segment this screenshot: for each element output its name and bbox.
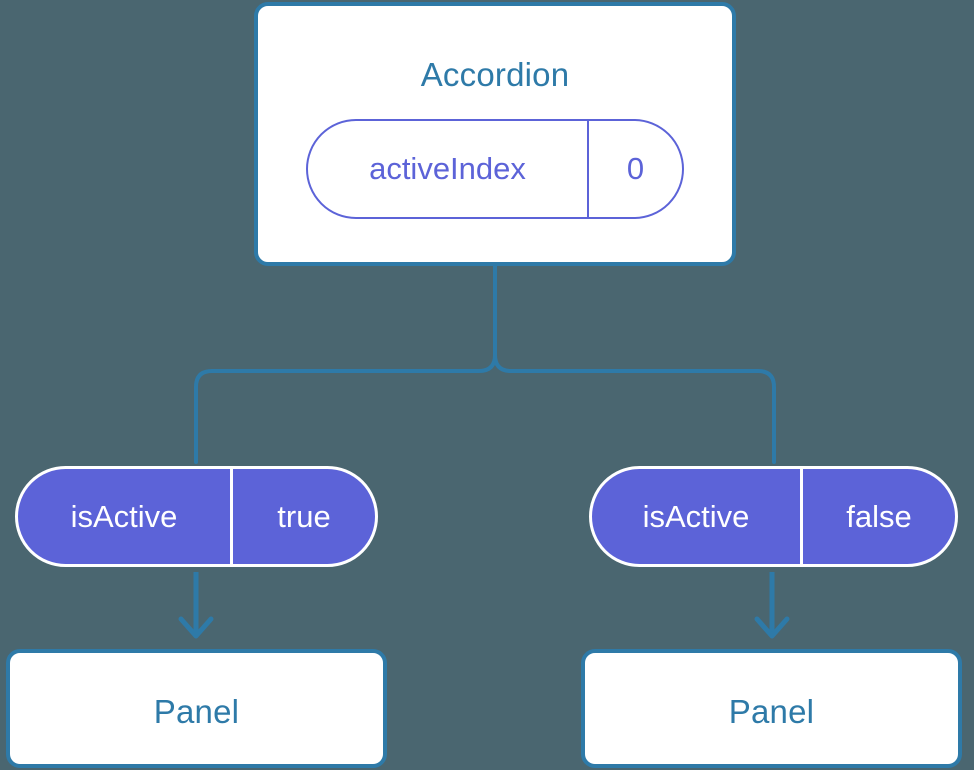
prop-pill-value-right: false (846, 498, 912, 534)
prop-pill-key-left: isActive (18, 469, 233, 564)
arrow-head-right-icon (754, 616, 790, 639)
connector-root-to-left-prop (194, 264, 497, 464)
state-pill-active-index[interactable]: activeIndex 0 (306, 119, 684, 219)
prop-pill-is-active-true[interactable]: isActive true (15, 466, 378, 567)
prop-pill-is-active-false[interactable]: isActive false (589, 466, 958, 567)
state-pill-key: activeIndex (308, 121, 589, 217)
component-title-accordion: Accordion (420, 56, 570, 93)
prop-pill-key-right: isActive (592, 469, 803, 564)
prop-pill-value-left: true (277, 498, 331, 534)
arrow-head-left-icon (178, 616, 214, 639)
connector-root-to-right-prop (493, 264, 776, 464)
state-pill-value: 0 (626, 151, 645, 186)
component-node-panel-right[interactable]: Panel (581, 649, 962, 768)
component-node-panel-left[interactable]: Panel (6, 649, 387, 768)
component-title-panel-left: Panel (153, 693, 240, 730)
component-title-panel-right: Panel (728, 693, 815, 730)
